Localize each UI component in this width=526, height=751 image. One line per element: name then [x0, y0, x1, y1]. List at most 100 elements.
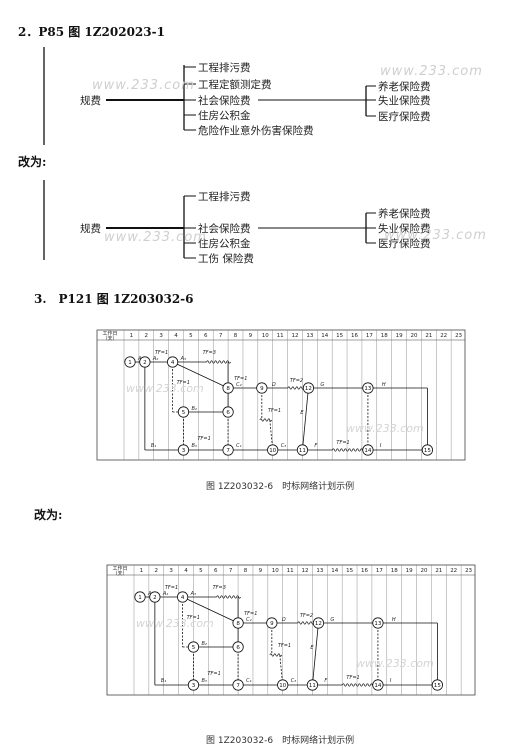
day-label: 6 [214, 568, 218, 574]
tree-node-label: 住房公积金 [198, 110, 251, 122]
network-node [222, 406, 234, 418]
node-number: 6 [226, 410, 230, 416]
node-number: 13 [374, 621, 381, 627]
float-label: TF=1 [234, 376, 247, 382]
activity-label: B₂ [191, 406, 196, 412]
node-number: 10 [269, 448, 276, 454]
activity-arrow [182, 596, 239, 624]
network-node [306, 679, 319, 691]
day-label: 3 [169, 568, 173, 574]
network-node [372, 617, 384, 629]
day-label: 6 [204, 333, 208, 339]
day-label: 7 [219, 333, 223, 339]
watermark: www.233.com [92, 78, 195, 93]
change-label: 改为: [18, 155, 47, 169]
network-node [124, 356, 136, 368]
watermark: www.233.com [346, 422, 424, 435]
float-label: TF=1 [165, 585, 178, 591]
activity-arrow [312, 622, 319, 686]
day-label: 2 [155, 568, 159, 574]
free-float-wave [259, 418, 273, 422]
network-node [362, 382, 374, 394]
node-number: 5 [192, 645, 196, 651]
figure-caption: 图 1Z203032-6 时标网络计划示例 [206, 736, 355, 746]
float-label: TF=1 [155, 350, 168, 356]
day-label: 18 [391, 568, 398, 574]
day-label: 21 [425, 333, 432, 339]
day-label: 16 [351, 333, 358, 339]
activity-arrow [302, 387, 309, 451]
day-label: 8 [234, 333, 238, 339]
activity-label: C₁ [236, 443, 242, 449]
watermark: www.233.com [126, 382, 204, 395]
network-node [431, 679, 443, 691]
network-node [256, 382, 268, 394]
float-label: TF=1 [346, 675, 359, 681]
node-number: 8 [226, 386, 230, 392]
day-label: 22 [440, 333, 447, 339]
tree-node-label: 工程排污费 [198, 62, 251, 74]
revised-tree-lines [43, 180, 376, 260]
node-number: 3 [192, 683, 196, 689]
node-number: 9 [270, 621, 274, 627]
watermark: www.233.com [356, 657, 434, 670]
day-label: 16 [361, 568, 368, 574]
day-label: 19 [396, 333, 403, 339]
node-number: 15 [434, 683, 441, 689]
day-label: 2 [145, 333, 149, 339]
tree-node-label: 工程定额测定费 [198, 79, 272, 91]
network-node [177, 444, 190, 456]
float-label: TF=2 [290, 378, 303, 384]
node-number: 3 [182, 448, 186, 454]
day-label: 17 [376, 568, 383, 574]
activity-label: E [310, 645, 314, 651]
activity-label: B₁ [161, 678, 166, 684]
network-node [149, 591, 161, 603]
network-node [222, 382, 234, 394]
day-label: 7 [229, 568, 233, 574]
activity-label: D [272, 382, 276, 388]
node-number: 6 [236, 645, 240, 651]
day-label: 11 [277, 333, 284, 339]
chart-frame [96, 329, 466, 461]
activity-label: C₁ [246, 678, 252, 684]
day-label: 22 [450, 568, 457, 574]
node-number: 10 [279, 683, 286, 689]
day-label: 9 [249, 333, 253, 339]
float-label: TF=1 [177, 380, 190, 386]
change-label: 改为: [34, 508, 63, 522]
node-number: 5 [182, 410, 186, 416]
day-label: 1 [140, 568, 144, 574]
header-label: 工作日 [112, 565, 127, 572]
activity-label: E [300, 410, 304, 416]
node-number: 14 [364, 448, 371, 454]
node-number: 1 [138, 595, 142, 601]
tree-node-label: 工程排污费 [198, 191, 251, 203]
activity-label: I [390, 678, 392, 684]
day-label: 13 [316, 568, 323, 574]
activity-label: A₂ [162, 591, 168, 597]
network-node [312, 617, 325, 629]
figure-caption: 图 1Z203032-6 时标网络计划示例 [206, 482, 355, 492]
float-label: TF=1 [244, 611, 257, 617]
float-label: TF=1 [268, 408, 281, 414]
node-number: 15 [424, 448, 431, 454]
node-number: 9 [260, 386, 264, 392]
header-label: 工作日 [102, 330, 117, 337]
activity-label: G [330, 617, 334, 623]
activity-label: A₂ [152, 356, 158, 362]
network-node [187, 679, 200, 691]
header-label: （天） [102, 336, 117, 342]
day-label: 23 [465, 568, 472, 574]
free-float-wave [206, 360, 231, 364]
tree-leaf-label: 养老保险费 [378, 208, 431, 220]
activity-label: H [382, 382, 386, 388]
network-node [277, 679, 289, 691]
day-label: 5 [189, 333, 193, 339]
activity-label: D [282, 617, 286, 623]
network-node [232, 679, 244, 691]
watermark: www.233.com [136, 617, 214, 630]
tree-leaf-label: 医疗保险费 [378, 238, 431, 250]
float-label: TF=1 [278, 643, 291, 649]
float-label: TF=1 [336, 440, 349, 446]
